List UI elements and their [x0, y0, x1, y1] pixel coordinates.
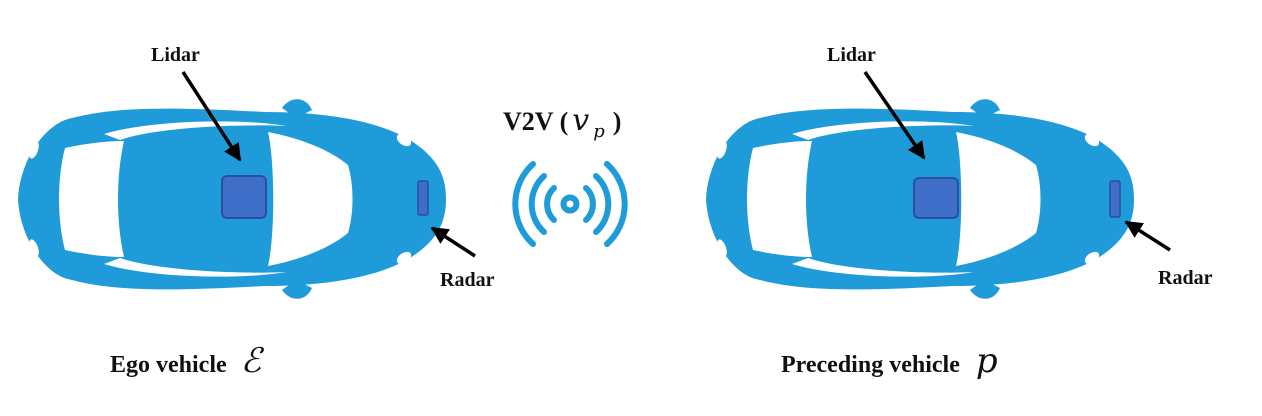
ego-lidar-sensor [221, 175, 267, 219]
preceding-radar-arrow [1124, 220, 1171, 252]
ego-vehicle: Lidar Radar Ego vehicle ℰ [18, 44, 495, 381]
v2v-label-text: V2V ( [503, 107, 568, 136]
v2v-label-symbol: v [572, 103, 589, 138]
preceding-lidar-sensor [913, 177, 959, 219]
v2v-label-subscript: p [593, 121, 605, 142]
preceding-caption: Preceding vehicle p [781, 341, 998, 381]
ego-lidar-label: Lidar [151, 44, 200, 66]
preceding-radar-sensor [1109, 180, 1121, 218]
v2v-label-close: ) [613, 107, 622, 136]
wireless-signal-icon [512, 161, 628, 247]
preceding-lidar-label: Lidar [827, 44, 876, 66]
preceding-lidar-arrow [863, 71, 926, 160]
v2v-label: V2V ( v p ) [503, 103, 621, 142]
ego-radar-arrow [430, 226, 476, 258]
ego-caption: Ego vehicle ℰ [110, 341, 265, 381]
preceding-caption-text: Preceding vehicle [781, 352, 960, 378]
ego-caption-text: Ego vehicle [110, 352, 227, 378]
ego-radar-sensor [417, 180, 429, 216]
v2v-link: V2V ( v p ) [503, 103, 628, 247]
ego-radar-label: Radar [440, 269, 495, 291]
ego-lidar-arrow [181, 71, 242, 162]
preceding-vehicle: Lidar Radar Preceding vehicle p [706, 44, 1213, 381]
preceding-radar-label: Radar [1158, 267, 1213, 289]
preceding-caption-symbol: p [976, 341, 998, 381]
ego-caption-symbol: ℰ [241, 341, 265, 381]
